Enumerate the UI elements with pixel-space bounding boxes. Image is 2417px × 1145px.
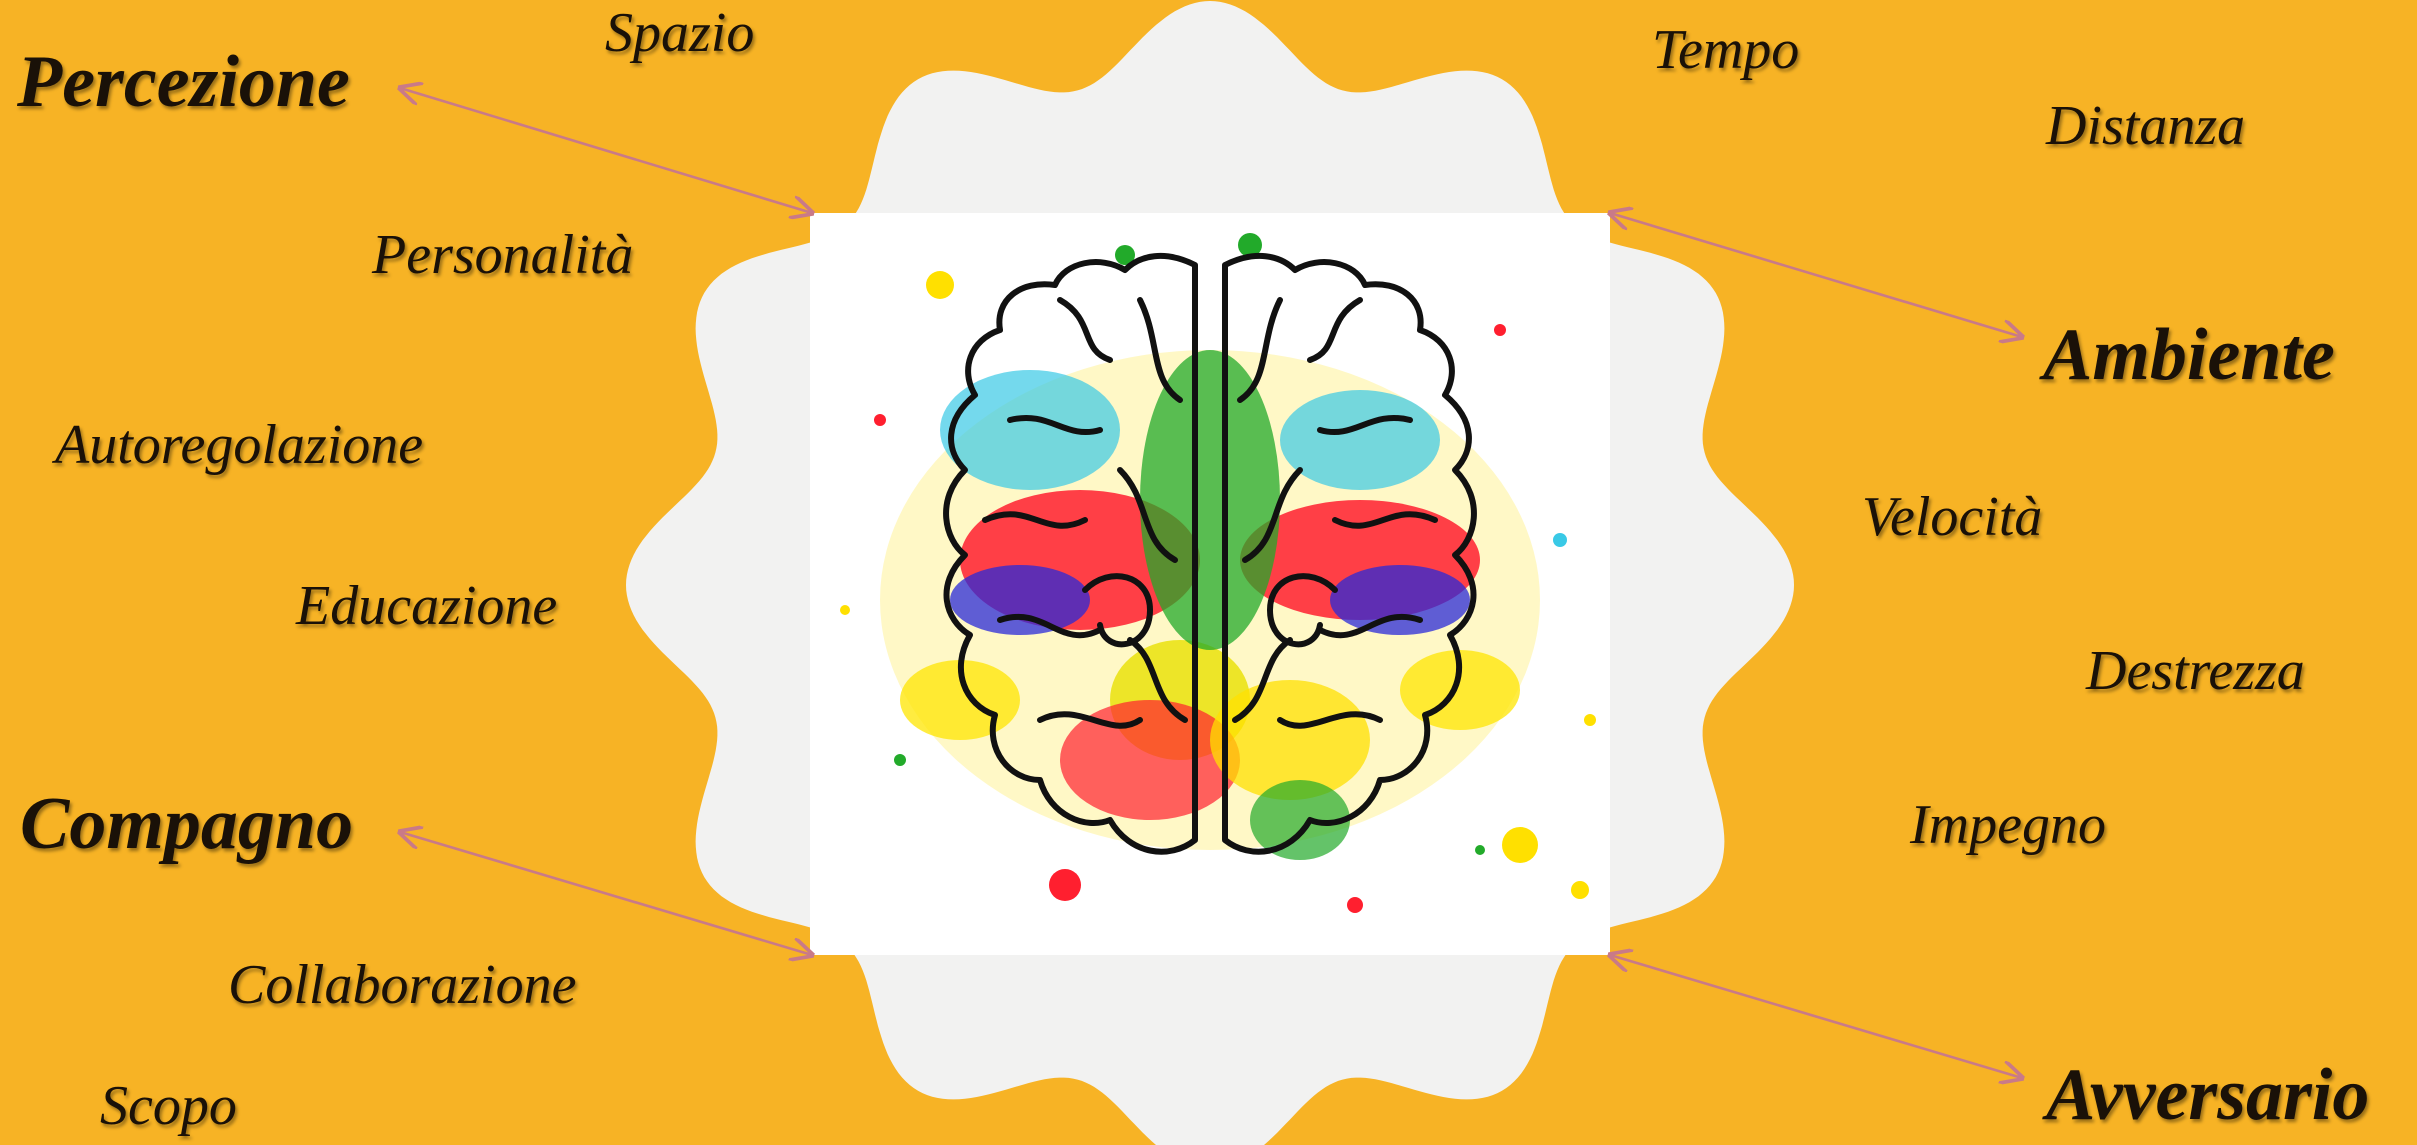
brain-picture — [810, 213, 1610, 955]
label-collaborazione: Collaborazione — [228, 957, 576, 1013]
label-educazione: Educazione — [296, 578, 557, 634]
label-destrezza: Destrezza — [2086, 643, 2305, 699]
label-percezione: Percezione — [17, 45, 350, 119]
label-distanza: Distanza — [2046, 98, 2245, 154]
label-tempo: Tempo — [1652, 22, 1799, 78]
label-scopo: Scopo — [100, 1078, 237, 1134]
label-avversario: Avversario — [2046, 1058, 2369, 1132]
label-ambiente: Ambiente — [2043, 318, 2335, 392]
label-personalita: Personalità — [372, 227, 633, 283]
label-velocita: Velocità — [1862, 489, 2042, 545]
label-compagno: Compagno — [20, 787, 353, 861]
label-impegno: Impegno — [1910, 797, 2106, 853]
label-spazio: Spazio — [605, 5, 754, 61]
label-autoregolazione: Autoregolazione — [55, 417, 423, 473]
